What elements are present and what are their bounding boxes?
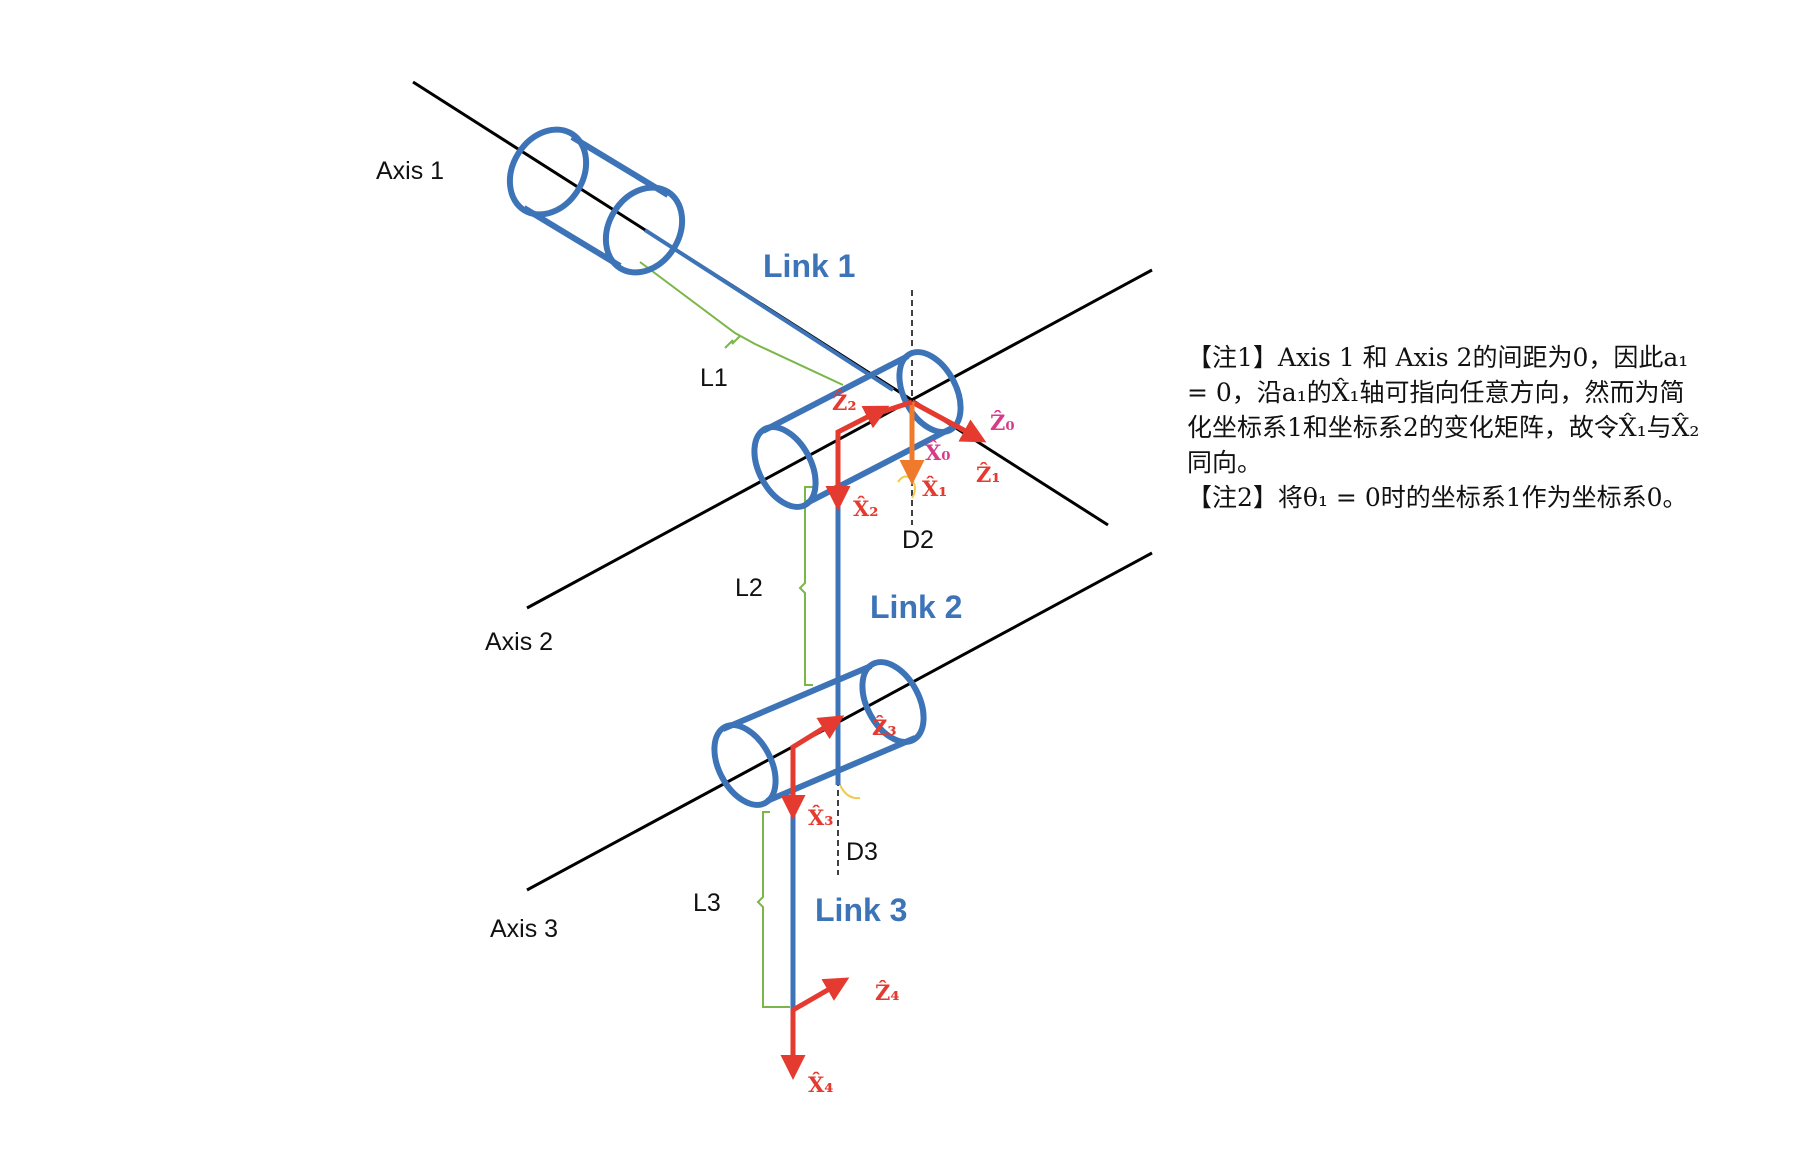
z3-label: Ẑ₃ [872, 715, 897, 740]
x1-label: X̂₁ [922, 476, 948, 501]
frame4-arrows [780, 977, 850, 1080]
x2-label: X̂₂ [853, 496, 879, 521]
x0-label: X̂₀ [925, 440, 951, 465]
note-1: 【注1】Axis 1 和 Axis 2的间距为0，因此a₁ = 0，沿a₁的X̂… [1187, 343, 1700, 477]
d3-brace [837, 779, 861, 800]
x3-label: X̂₃ [808, 805, 834, 830]
z2-label: Ẑ₂ [832, 390, 857, 415]
l3-brace [756, 811, 790, 1008]
d3-label: D3 [846, 838, 878, 866]
l2-label: L2 [735, 574, 763, 602]
link1-line [643, 228, 895, 392]
x4-label: X̂₄ [808, 1072, 834, 1097]
axis2-label: Axis 2 [485, 628, 553, 656]
z4-arrow [791, 977, 850, 1013]
axis3-label: Axis 3 [490, 915, 558, 943]
link1-label: Link 1 [763, 248, 855, 284]
axis1-label: Axis 1 [376, 157, 444, 185]
l1-label: L1 [700, 364, 728, 392]
joint1-cylinder [506, 126, 686, 276]
notes-panel: 【注1】Axis 1 和 Axis 2的间距为0，因此a₁ = 0，沿a₁的X̂… [1187, 340, 1707, 515]
link3-label: Link 3 [815, 892, 907, 928]
z4-label: Ẑ₄ [875, 980, 900, 1005]
l2-brace [798, 486, 813, 686]
link2-label: Link 2 [870, 589, 962, 625]
l1-brace [639, 261, 844, 386]
frame2-arrows [825, 405, 890, 511]
note-2: 【注2】将θ₁ = 0时的坐标系1作为坐标系0。 [1187, 483, 1688, 512]
d2-label: D2 [902, 526, 934, 554]
frame3-arrows [780, 715, 845, 820]
l3-label: L3 [693, 889, 721, 917]
z0-arrow [910, 399, 987, 443]
z0-label: Ẑ₀ [990, 410, 1015, 435]
z1-label: Ẑ₁ [976, 462, 1001, 487]
